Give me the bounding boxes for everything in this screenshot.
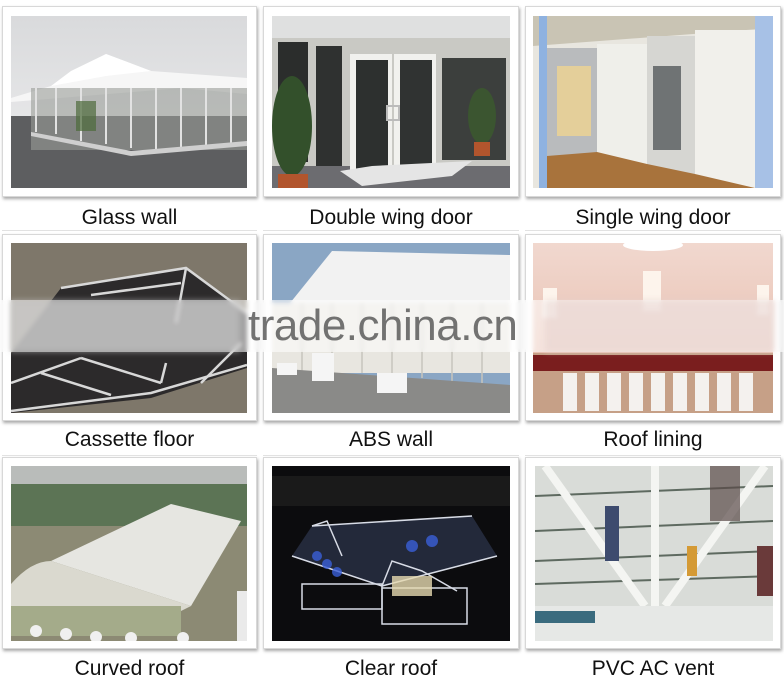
label-curved-roof: Curved roof: [74, 657, 185, 680]
divider: [2, 230, 257, 231]
label-glass-wall: Glass wall: [81, 206, 178, 229]
single-wing-door-photo: [533, 16, 773, 188]
divider: [2, 455, 257, 456]
divider: [525, 455, 781, 456]
watermark-blur-left: [10, 300, 240, 352]
watermark-text: trade.china.cn: [248, 301, 518, 350]
divider: [263, 230, 519, 231]
label-double-wing-door: Double wing door: [309, 206, 473, 229]
pvc-ac-vent-photo: [535, 466, 773, 641]
label-roof-lining: Roof lining: [603, 428, 703, 451]
label-cassette-floor: Cassette floor: [64, 428, 195, 451]
label-abs-wall: ABS wall: [348, 428, 434, 451]
label-single-wing-door: Single wing door: [575, 206, 731, 229]
watermark-blur-right: [545, 300, 775, 352]
glass-wall-tent-photo: [11, 16, 247, 188]
curved-roof-photo: [11, 466, 247, 641]
double-wing-door-photo: [272, 16, 510, 188]
divider: [263, 455, 519, 456]
label-clear-roof: Clear roof: [344, 657, 438, 680]
label-pvc-ac-vent: PVC AC vent: [591, 657, 715, 680]
divider: [525, 230, 781, 231]
clear-roof-photo: [272, 466, 510, 641]
